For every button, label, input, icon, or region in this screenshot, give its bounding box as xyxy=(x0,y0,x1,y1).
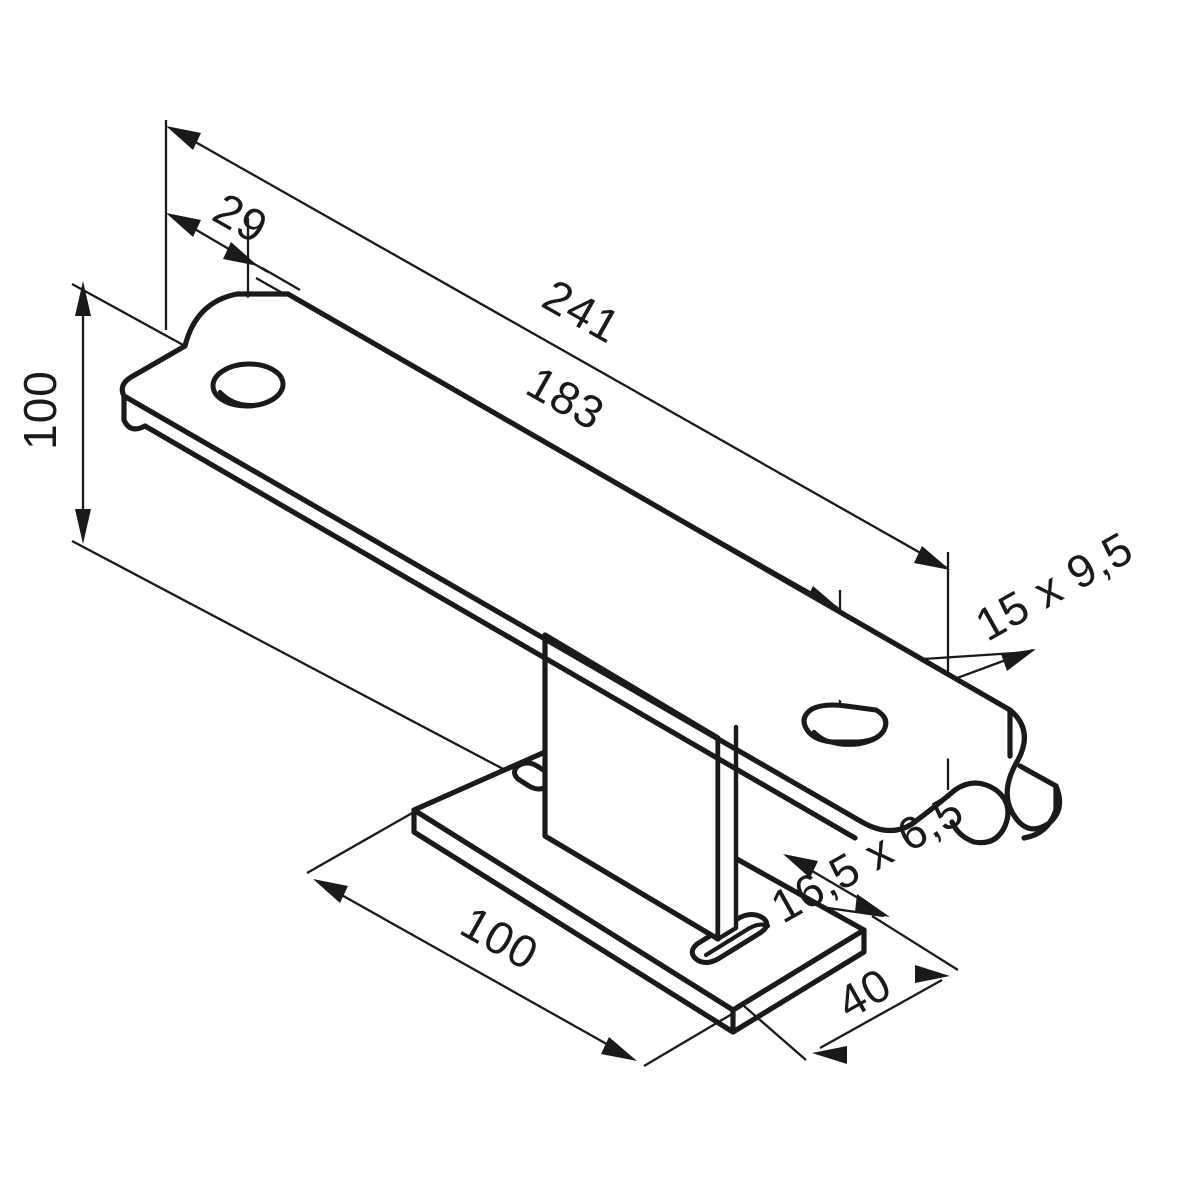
arm-top-face-fill xyxy=(185,294,1010,772)
base-plate-right-thickness xyxy=(730,927,867,1035)
arrow-241-left xyxy=(166,126,201,150)
label-241: 241 xyxy=(534,269,629,354)
round-hole-left-end xyxy=(210,361,286,409)
post-left-face-fill xyxy=(545,635,718,939)
arrow-29-right xyxy=(223,242,258,266)
arm-slot-inner-edge xyxy=(811,727,887,747)
label-183: 183 xyxy=(518,356,613,441)
arrow-base-100-left xyxy=(313,879,348,903)
ext-line-height-100-top xyxy=(71,282,186,348)
hook-top-face-profile xyxy=(1004,707,1063,832)
label-arm-height-100: 100 xyxy=(14,370,66,450)
arm-top-back-edge xyxy=(130,291,1013,713)
dim-line-29-tail xyxy=(261,267,301,291)
ext-line-height-100-bottom xyxy=(71,539,559,800)
label-29: 29 xyxy=(205,182,277,253)
post-right-face-fill xyxy=(718,727,736,939)
arrow-29-left xyxy=(166,213,201,237)
arm-left-end-top-round xyxy=(119,373,136,399)
dimension-network xyxy=(71,120,1036,1067)
base-slot-front-inner-edge xyxy=(703,922,771,958)
arrow-base-40-right xyxy=(915,965,950,983)
arrow-slot-base-lower xyxy=(855,894,890,917)
slotted-hole-base-front xyxy=(689,912,771,965)
arm-top-front-edge xyxy=(121,393,865,825)
bracket-arm xyxy=(119,291,1013,841)
round-hole-inner-edge xyxy=(217,387,284,408)
dim-line-base-100 xyxy=(321,882,629,1058)
hooked-return-end xyxy=(859,707,1063,846)
dim-line-241 xyxy=(175,129,948,570)
arrow-base-100-right xyxy=(601,1037,637,1061)
post-right-face xyxy=(715,724,739,942)
dim-line-base-40 xyxy=(819,978,943,1050)
arrow-slot-base-upper xyxy=(783,854,818,878)
arm-left-end-thickness xyxy=(121,393,148,432)
arrow-base-40-left xyxy=(812,1046,847,1064)
ext-line-base-40-right xyxy=(871,915,959,971)
arm-front-bottom-edge xyxy=(142,423,858,841)
hook-front-face-profile xyxy=(859,780,1011,846)
label-slot-arm: 15 x 9,5 xyxy=(967,521,1142,651)
ext-line-base-100-left xyxy=(306,811,415,874)
base-plate-front-thickness xyxy=(411,807,736,1035)
arrow-height-100-bottom xyxy=(75,509,91,544)
arrow-241-right xyxy=(914,546,950,570)
arrow-height-100-top xyxy=(75,281,91,316)
ext-line-base-40-left xyxy=(743,1005,807,1061)
arrow-slot-arm-lower xyxy=(1001,649,1036,671)
hook-inner-curve xyxy=(1009,809,1051,832)
slotted-hole-right-arm xyxy=(801,702,889,747)
